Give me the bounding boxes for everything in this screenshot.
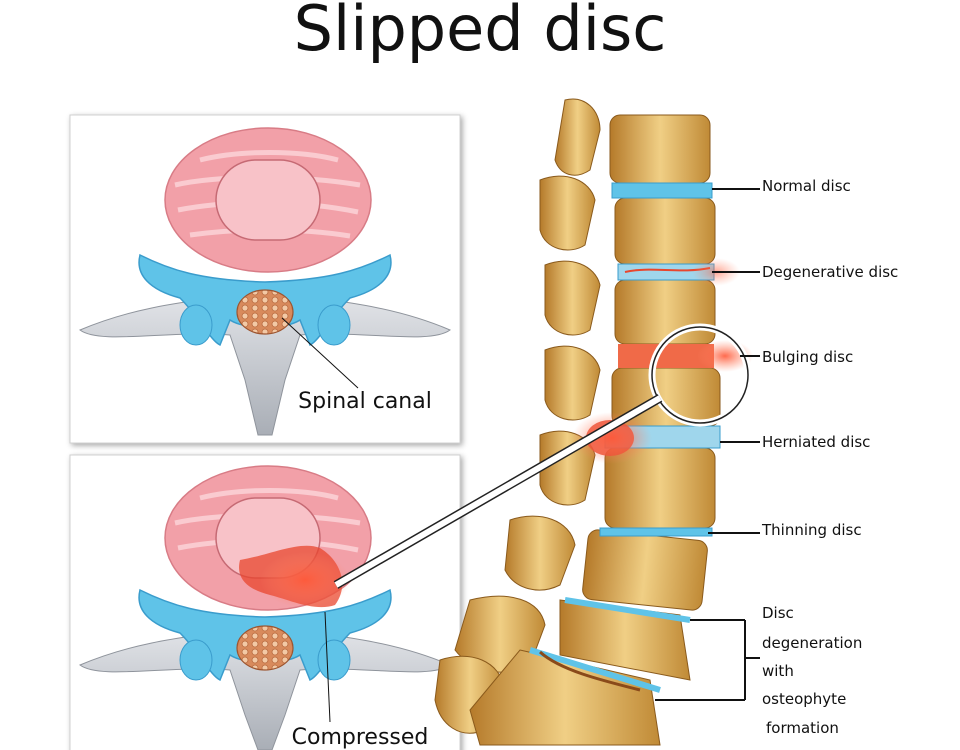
bulging-disc-label: Bulging disc	[762, 348, 853, 366]
compressed-label: Compressed	[292, 725, 429, 750]
herniated-disc-label: Herniated disc	[762, 433, 870, 451]
top-panel: Spinal canal	[69, 114, 461, 444]
normal-disc-label: Normal disc	[762, 177, 851, 195]
osteophyte-label-line1: Disc	[762, 604, 794, 622]
osteophyte-label-line2: degeneration	[762, 634, 862, 652]
spine-column	[333, 98, 753, 746]
degenerative-disc-label: Degenerative disc	[762, 263, 898, 281]
spinal-canal-label: Spinal canal	[298, 389, 432, 414]
osteophyte-label-line3: with	[762, 662, 794, 680]
spine-labels: Normal disc Degenerative disc Bulging di…	[761, 177, 898, 737]
osteophyte-label-line5: formation	[766, 719, 839, 737]
osteophyte-label-line4: osteophyte	[762, 690, 846, 708]
diagram-title: Slipped disc	[293, 0, 667, 65]
label-leaders	[655, 188, 760, 701]
thinning-disc-label: Thinning disc	[761, 521, 862, 539]
bottom-panel: Compressed	[69, 454, 461, 750]
